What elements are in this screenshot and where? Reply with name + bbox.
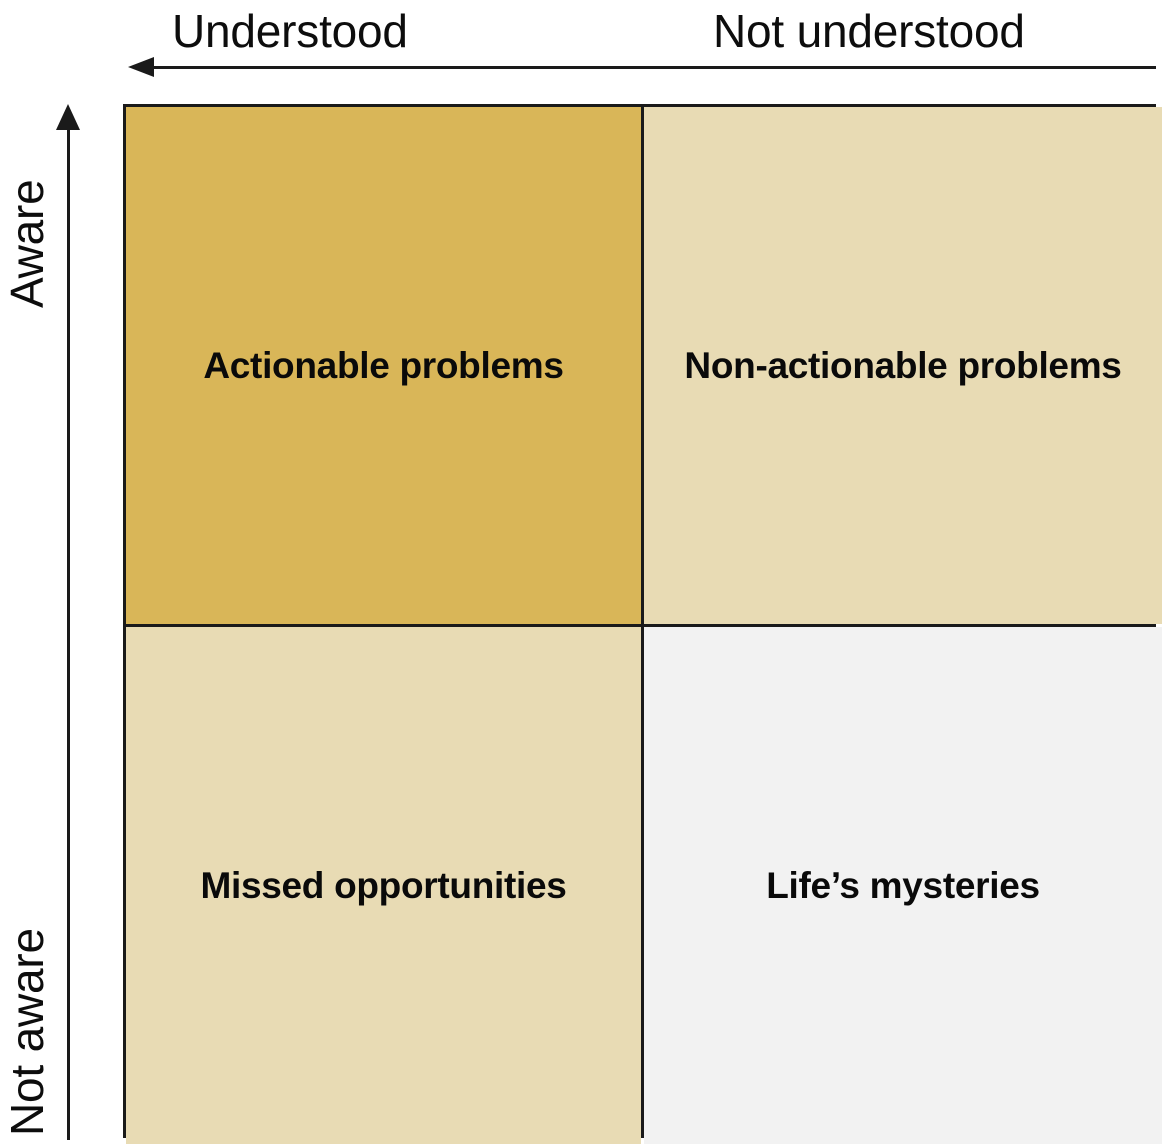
axis-label-understood: Understood (172, 5, 408, 57)
horizontal-axis-arrow (128, 57, 1156, 77)
quadrant-label: Missed opportunities (200, 864, 567, 906)
axis-label-not-aware: Not aware (1, 928, 53, 1136)
quadrant-label: Non-actionable problems (684, 344, 1122, 386)
horizontal-axis-line (138, 66, 1156, 69)
quadrant-non-actionable-problems[interactable]: Non-actionable problems (644, 107, 1162, 624)
quadrant-matrix: Actionable problems Non-actionable probl… (123, 104, 1162, 1144)
vertical-axis-arrow (56, 104, 80, 1140)
quadrant-label: Life’s mysteries (766, 864, 1040, 906)
quadrant-missed-opportunities[interactable]: Missed opportunities (126, 627, 641, 1144)
vertical-axis-line (67, 114, 70, 1140)
axis-label-not-understood: Not understood (713, 5, 1025, 57)
quadrant-lifes-mysteries[interactable]: Life’s mysteries (644, 627, 1162, 1144)
axis-label-aware: Aware (1, 179, 53, 308)
quadrant-label: Actionable problems (203, 344, 564, 386)
quadrant-actionable-problems[interactable]: Actionable problems (126, 107, 641, 624)
